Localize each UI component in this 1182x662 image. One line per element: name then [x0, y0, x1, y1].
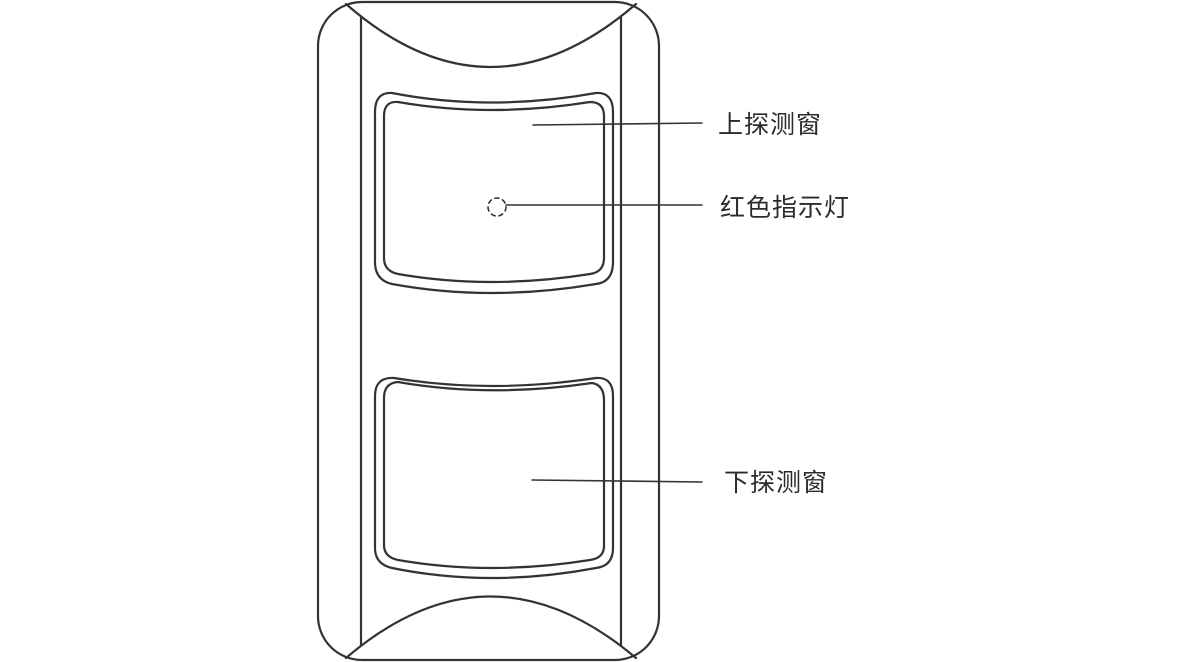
bottom-cap-curve	[344, 595, 638, 660]
lower-window-outer	[373, 376, 615, 580]
lower-window-leader-line	[531, 479, 703, 483]
upper-window-outer	[373, 91, 615, 295]
upper-window-inner	[382, 100, 606, 284]
device-body-outline	[316, 0, 661, 662]
lower-window-label: 下探测窗	[724, 468, 829, 497]
upper-window-label: 上探测窗	[718, 110, 823, 139]
red-indicator-label: 红色指示灯	[720, 193, 851, 222]
lower-window-inner	[382, 380, 606, 570]
upper-window-leader-line	[532, 122, 703, 126]
top-cap-curve	[344, 2, 638, 68]
red-indicator-light	[487, 197, 507, 217]
